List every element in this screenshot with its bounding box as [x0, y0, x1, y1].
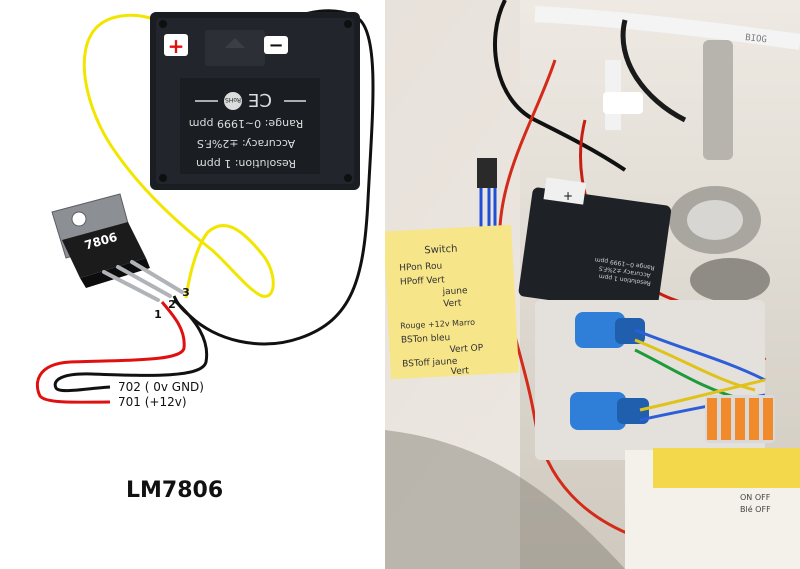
note-line-2: HPon Rou — [399, 261, 442, 273]
gnd-wire-label: 702 ( 0v GND) — [118, 380, 204, 394]
bottom-note-2: Blé OFF — [740, 504, 771, 514]
meter-plus-label: + — [168, 34, 185, 58]
note-line-9: BSToff jaune — [402, 357, 458, 370]
photo-meter: + Range 0~1999 ppm Accuracy ±2%F.S Resol… — [518, 177, 672, 315]
note-line-10: Vert — [451, 366, 470, 377]
meter-text-line-2: Accuracy: ±2%F.S — [197, 137, 295, 150]
wiring-diagram-svg: + − RoHS CE Range: 0~1999 ppm Accuracy: … — [35, 9, 375, 503]
black-wire-lower — [53, 298, 209, 393]
note-line-4: jaune — [441, 286, 468, 297]
note-line-5: Vert — [443, 298, 462, 309]
metal-pipe — [703, 40, 733, 160]
red-wire — [35, 301, 186, 404]
meter-ce-label: CE — [248, 89, 272, 110]
v12-wire-label: 701 (+12v) — [118, 395, 187, 409]
sticky-note: Switch HPon Rou HPoff Vert jaune Vert Ro… — [385, 224, 519, 380]
installation-photo-svg: BIOG + Range 0~1999 ppm Accuracy ±2%F.S … — [385, 0, 800, 569]
photo-regulator — [477, 158, 497, 188]
note-line-6: Rouge +12v Marro — [400, 318, 475, 331]
tube-print: BIOG — [745, 33, 768, 45]
bottom-note-1: ON OFF — [740, 493, 771, 502]
voltage-regulator: 7806 1 2 3 — [51, 193, 190, 321]
pin-1-label: 1 — [154, 308, 162, 321]
note-line-1: Switch — [424, 244, 458, 257]
water-tube — [534, 6, 800, 50]
meter-text-line-1: Range: 0~1999 ppm — [189, 117, 303, 130]
tee-fitting — [603, 92, 643, 114]
blue-connectors — [570, 312, 649, 430]
note-line-3: HPoff Vert — [400, 275, 446, 287]
wiring-diagram: + − RoHS CE Range: 0~1999 ppm Accuracy: … — [0, 0, 385, 569]
meter-minus-label: − — [268, 35, 283, 56]
yellow-wire-visible — [82, 13, 275, 299]
meter-rohs-label: RoHS — [225, 96, 241, 103]
pin-2-label: 2 — [168, 298, 176, 311]
co2-meter: + − RoHS CE Range: 0~1999 ppm Accuracy: … — [150, 12, 360, 190]
regulator-caption: LM7806 — [126, 478, 223, 503]
note-line-8: Vert OP — [449, 343, 484, 355]
pin-3-label: 3 — [182, 286, 190, 299]
installation-photo: BIOG + Range 0~1999 ppm Accuracy ±2%F.S … — [385, 0, 800, 569]
meter-text-line-3: Resolution: 1 ppm — [196, 157, 296, 170]
wago-connectors — [705, 395, 775, 443]
photo-meter-plus: + — [563, 189, 573, 203]
note-line-7: BSTon bleu — [401, 333, 451, 346]
